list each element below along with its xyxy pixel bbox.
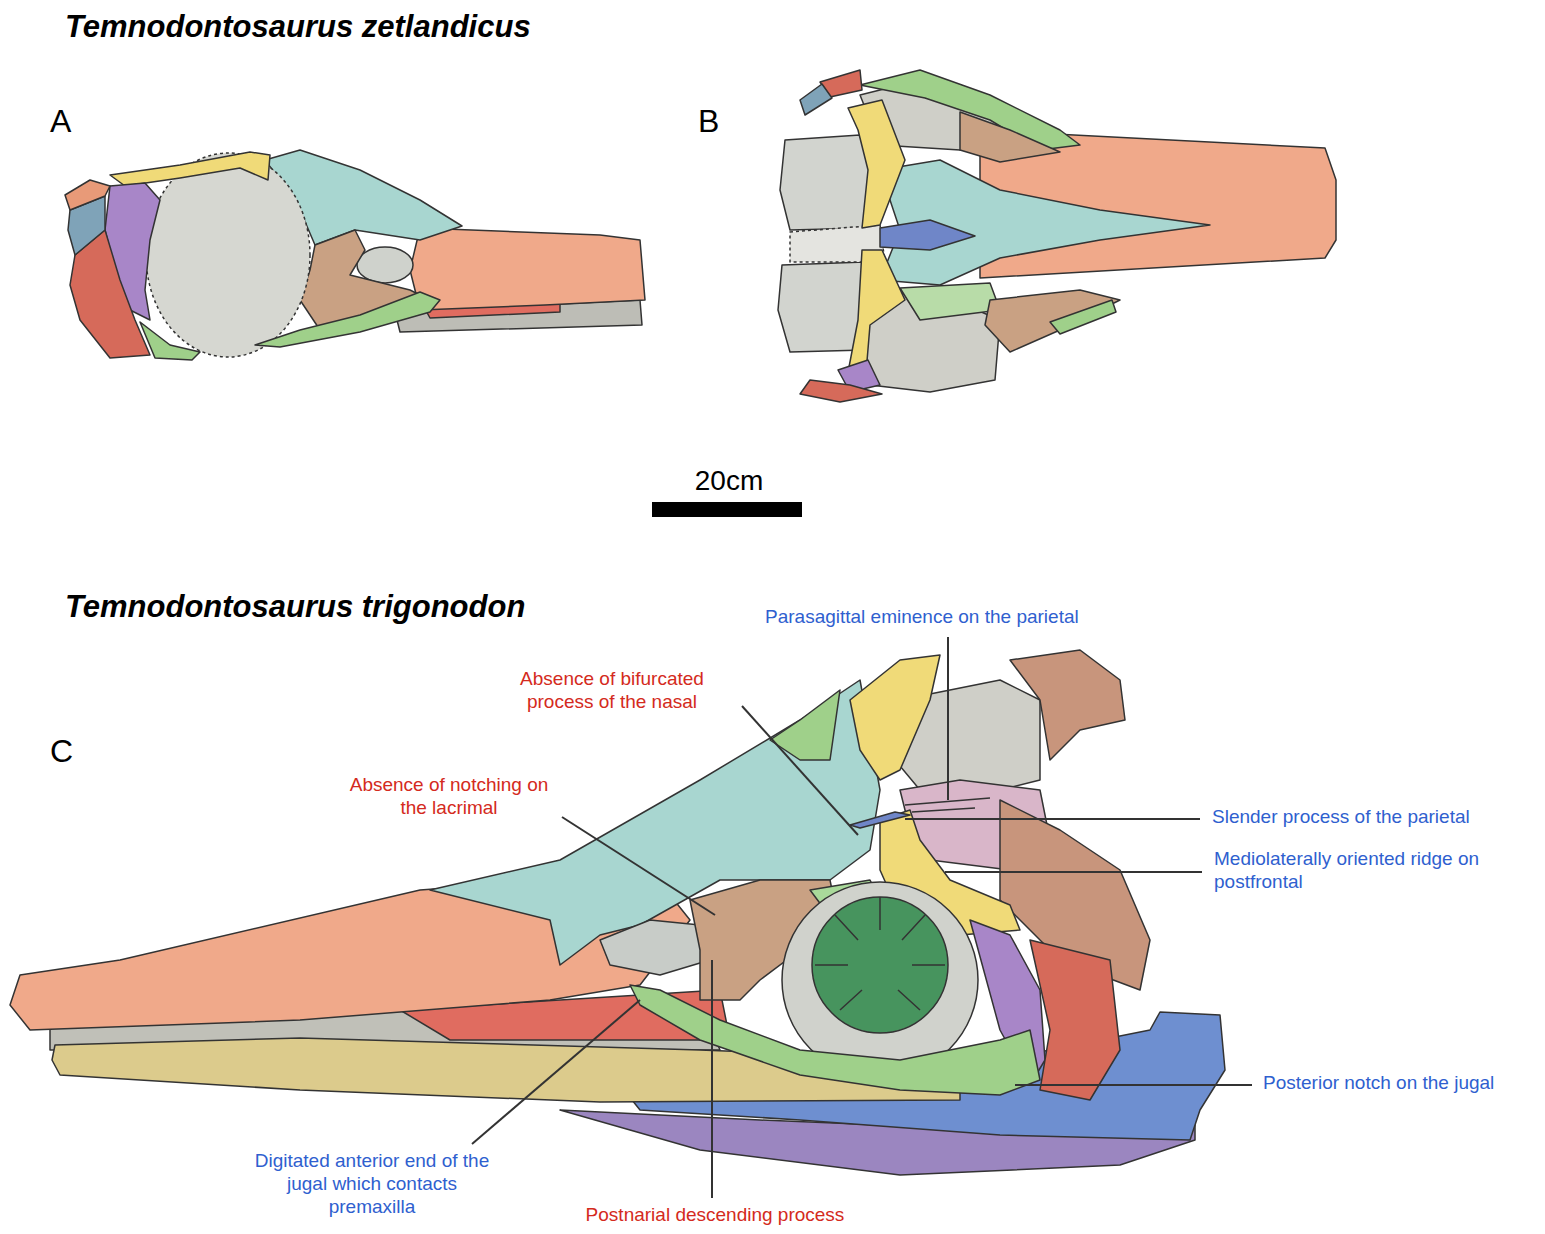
orbit: [782, 882, 978, 1078]
sclerotic-plates: [815, 897, 945, 1010]
scale-bar: [652, 502, 802, 517]
leader-line: [711, 960, 713, 1198]
annotation: Digitated anterior end of the jugal whic…: [242, 1150, 502, 1218]
leader-line: [947, 637, 949, 800]
jugal: [630, 985, 1040, 1095]
upper-fenestra: [780, 135, 872, 230]
annotation: Parasagittal eminence on the parietal: [765, 606, 1079, 629]
leader-line: [472, 1000, 640, 1144]
lower-jugal: [1050, 300, 1116, 334]
panel-title: Temnodontosaurus zetlandicus: [65, 8, 531, 45]
skull-lateral-a: [65, 150, 645, 360]
panel-letter: A: [50, 102, 71, 140]
top-blue: [800, 84, 832, 115]
annotation: Postnarial descending process: [586, 1204, 845, 1227]
bottom-red: [800, 380, 882, 402]
skull-dorsal-b: [778, 70, 1336, 402]
supratemporal: [65, 180, 110, 210]
skull-lateral-c: [10, 650, 1225, 1175]
lower-brown: [985, 290, 1120, 352]
postfrontal: [110, 152, 270, 186]
jugal: [255, 292, 440, 347]
sclerotic-ring: [812, 897, 948, 1033]
annotation: Absence of bifurcated process of the nas…: [492, 668, 732, 714]
parasagittal-eminence: [905, 798, 990, 812]
supratemporal: [1010, 650, 1125, 760]
annotation: Absence of notching on the lacrimal: [349, 774, 549, 820]
panel-title: Temnodontosaurus trigonodon: [65, 588, 525, 625]
prefrontal: [850, 655, 940, 780]
quadratojugal: [1030, 940, 1120, 1100]
panel-letter: B: [698, 102, 719, 140]
upper-brown: [960, 112, 1060, 162]
scale-label: 20cm: [695, 464, 763, 498]
lower-green: [900, 283, 1000, 320]
leader-line: [1015, 1084, 1252, 1086]
panel-letter: C: [50, 732, 73, 770]
nasal: [880, 160, 1210, 285]
annotation: Slender process of the parietal: [1212, 806, 1470, 829]
annotation: Posterior notch on the jugal: [1263, 1072, 1494, 1095]
premaxilla: [410, 228, 645, 310]
leader-line: [945, 871, 1202, 873]
annotation: Mediolaterally oriented ridge on postfro…: [1214, 848, 1504, 894]
slender-process: [850, 812, 910, 828]
frontal: [880, 220, 975, 250]
leader-lines: [472, 637, 1252, 1198]
leader-line: [742, 706, 858, 835]
upper-yellow: [848, 100, 905, 228]
external-naris: [357, 247, 413, 283]
orbit: [146, 153, 310, 357]
leader-line: [562, 817, 715, 915]
jugal-posterior: [140, 322, 200, 360]
external-naris: [600, 920, 710, 975]
leader-line: [905, 818, 1200, 820]
